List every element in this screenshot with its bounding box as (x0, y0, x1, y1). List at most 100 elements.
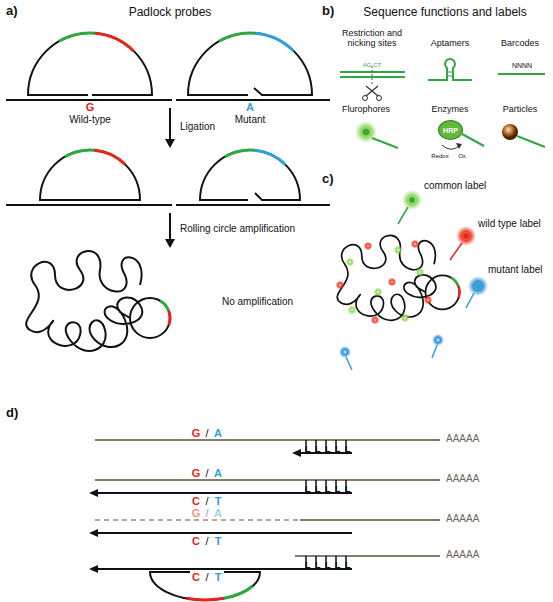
base-letter: G (192, 427, 201, 440)
barcode-sequence: NNNN (512, 62, 532, 70)
polya-tail: AAAAA (446, 513, 479, 525)
step-arrow (169, 108, 171, 140)
arrow-head (456, 143, 462, 149)
target-name: Wild-type (69, 114, 111, 126)
panel-heading: Padlock probes (129, 6, 212, 20)
base-letter: G (192, 507, 201, 520)
label-strand (466, 293, 474, 308)
lna-mark: L (335, 560, 341, 570)
degraded-rna (95, 519, 300, 521)
label-strand (517, 136, 545, 147)
base-letter: G (86, 101, 95, 114)
label-strand (398, 207, 408, 224)
padlock-probe (28, 33, 152, 95)
probe-segment (186, 598, 224, 600)
free-mutant-label (339, 346, 351, 358)
icon-caption: Barcodes (501, 38, 539, 48)
base-letter: A (214, 427, 222, 440)
scissors-handle (363, 96, 368, 101)
arrow-head (89, 529, 98, 537)
probe-segment (59, 33, 95, 41)
base-letter: C (192, 495, 200, 508)
green-label (374, 288, 383, 297)
base-slash: / (205, 535, 208, 548)
probe-segment (254, 150, 285, 164)
icon-caption: Flurophores (342, 104, 390, 114)
circular-template (130, 298, 170, 338)
panel-letter: b) (322, 4, 334, 19)
enzyme-circle: HRP (438, 120, 463, 140)
padlock-probe (200, 150, 300, 200)
arrow-head (89, 489, 98, 497)
arrow-head (165, 139, 175, 148)
base-slash: / (205, 467, 208, 480)
panel-letter: c) (322, 172, 334, 187)
panel-letter: a) (6, 4, 18, 19)
mutant-fluorophore (468, 276, 488, 296)
label-strand (346, 357, 352, 370)
lna-mark: L (305, 444, 311, 454)
wildtype-fluorophore (456, 226, 476, 246)
barcode-strand (498, 73, 545, 75)
label-strand (450, 243, 462, 260)
step-name: Ligation (180, 121, 215, 133)
label-strand (432, 345, 437, 358)
red-label (424, 296, 433, 305)
red-label (364, 242, 373, 251)
cdna-strand (95, 453, 352, 569)
bound-labels (336, 240, 433, 325)
label-strand (462, 134, 484, 146)
label-name: wild type label (478, 218, 541, 230)
scissors-handle (377, 96, 382, 101)
green-label (348, 306, 357, 315)
particle-bead (502, 124, 518, 140)
hairpin-pairs (447, 72, 453, 76)
outcome-note: No amplification (222, 296, 293, 308)
green-label (394, 246, 403, 255)
base-letter: A (246, 101, 254, 114)
fluorophore-core (363, 129, 370, 136)
padlock-probe (188, 33, 312, 95)
base-letter: T (215, 571, 222, 584)
base-letter: A (214, 507, 222, 520)
lna-mark: L (325, 560, 331, 570)
icon-caption: Particles (503, 104, 538, 114)
green-label (401, 314, 410, 323)
target-strand (6, 99, 330, 101)
base-letter: T (215, 535, 222, 548)
arrow-head (292, 449, 301, 457)
polya-tail: AAAAA (446, 473, 479, 485)
base-slash: / (205, 495, 208, 508)
target-strand (6, 204, 330, 206)
polya-tail: AAAAA (446, 433, 479, 445)
lna-ticks (306, 440, 346, 569)
probe-segment (225, 150, 254, 157)
base-letter: A (214, 467, 222, 480)
ligated-probe (40, 150, 140, 200)
probe-segment (94, 150, 125, 164)
target-name: Mutant (235, 114, 266, 126)
label-name: common label (424, 180, 486, 192)
lna-mark: L (335, 484, 341, 494)
green-label (416, 268, 425, 277)
icon-caption: Enzymes (431, 104, 468, 114)
icon-caption: Restriction and nicking sites (327, 28, 417, 49)
red-label (388, 278, 397, 287)
icon-caption: Aptamers (431, 38, 470, 48)
panel-letter: d) (6, 406, 18, 421)
base-letter: C (192, 535, 200, 548)
lna-mark: L (325, 444, 331, 454)
redox-label: Redox (431, 153, 448, 160)
base-slash: / (205, 427, 208, 440)
lna-mark: L (325, 484, 331, 494)
step-arrow (169, 213, 171, 240)
lna-mark: L (345, 484, 351, 494)
scissors-symbol (366, 86, 378, 96)
lna-mark: L (345, 444, 351, 454)
label-name: mutant label (488, 264, 542, 276)
probe-segment (169, 311, 170, 325)
redox-arrow (442, 145, 459, 149)
fluorophore-core (475, 283, 481, 289)
base-letter: T (215, 495, 222, 508)
